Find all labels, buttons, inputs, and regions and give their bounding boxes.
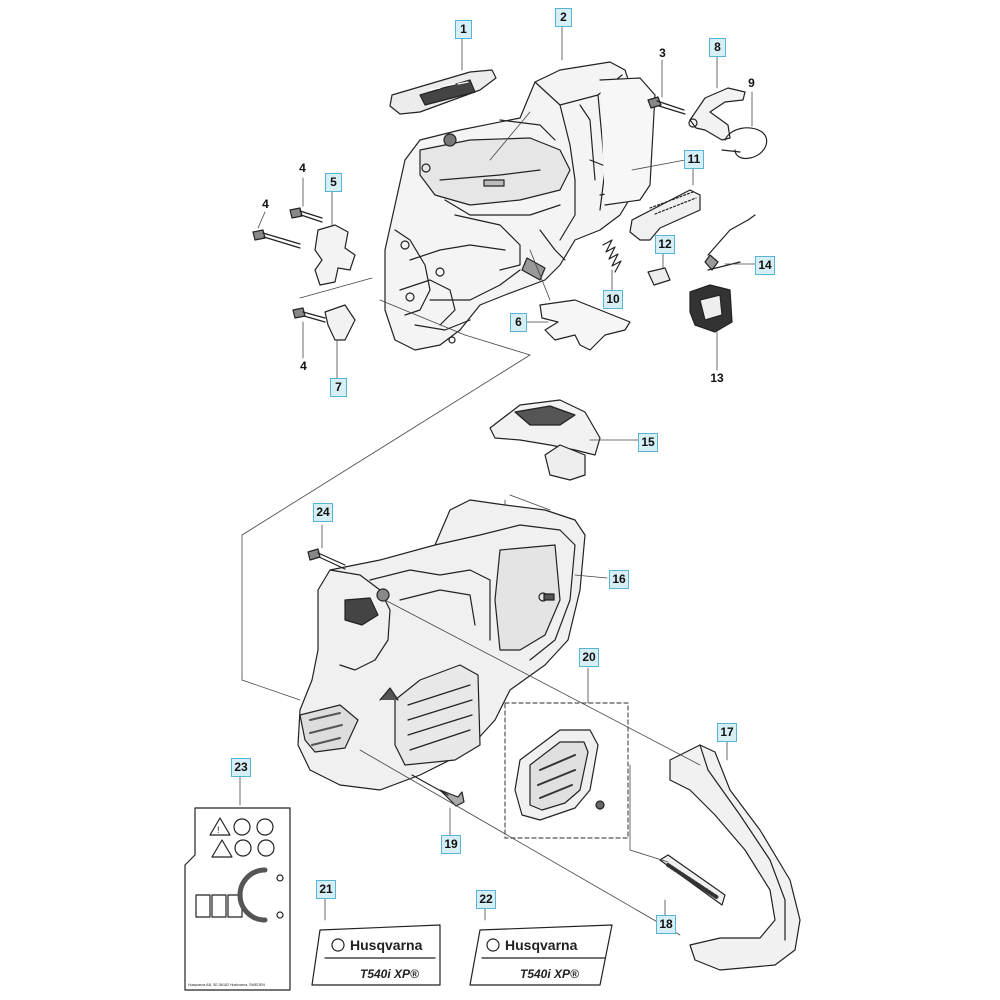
callout-12[interactable]: 12 — [655, 235, 675, 254]
callout-1[interactable]: 1 — [455, 20, 472, 39]
screw-19 — [411, 774, 465, 807]
callout-18[interactable]: 18 — [656, 915, 676, 934]
callout-7[interactable]: 7 — [330, 378, 347, 397]
callout-4a[interactable]: 4 — [299, 161, 306, 175]
screw-4-left — [252, 229, 301, 249]
plate-6 — [539, 299, 631, 351]
callout-19[interactable]: 19 — [441, 835, 461, 854]
callout-14[interactable]: 14 — [755, 256, 775, 275]
callout-17[interactable]: 17 — [717, 723, 737, 742]
assembly-connector-lines — [241, 277, 531, 701]
callout-16[interactable]: 16 — [609, 570, 629, 589]
screw-24 — [307, 548, 346, 570]
callout-2[interactable]: 2 — [555, 8, 572, 27]
screw-4-top — [289, 207, 323, 223]
callout-13[interactable]: 13 — [710, 371, 724, 385]
lock-13 — [689, 284, 733, 333]
callout-21[interactable]: 21 — [316, 880, 336, 899]
callout-22[interactable]: 22 — [476, 890, 496, 909]
decal-21: Husqvarna T540i XP® — [311, 924, 441, 986]
callout-6[interactable]: 6 — [510, 313, 527, 332]
callout-15[interactable]: 15 — [638, 433, 658, 452]
part-7 — [324, 304, 356, 341]
callout-11[interactable]: 11 — [684, 150, 704, 169]
callout-24[interactable]: 24 — [313, 503, 333, 522]
callout-9[interactable]: 9 — [748, 76, 755, 90]
callout-23[interactable]: 23 — [231, 758, 251, 777]
screw-4-bottom — [292, 307, 326, 323]
label-footer-text: Husqvarna AB, SE-56182 Huskvarna, SWEDEN — [188, 983, 265, 987]
grip-insert-18 — [659, 854, 726, 906]
screw-3 — [647, 96, 686, 115]
decal-22-brand: Husqvarna — [505, 937, 578, 953]
callout-8[interactable]: 8 — [709, 38, 726, 57]
top-grip-pad — [389, 69, 497, 115]
handle-grip-15 — [489, 399, 601, 481]
callout-3[interactable]: 3 — [659, 46, 666, 60]
throttle-trigger — [629, 189, 701, 241]
main-housing — [384, 61, 651, 351]
upper-leader-lines — [257, 24, 756, 381]
decal-21-brand: Husqvarna — [350, 937, 423, 953]
front-handle-17 — [669, 744, 801, 971]
callout-4b[interactable]: 4 — [262, 197, 269, 211]
housing-cover-16 — [297, 499, 586, 791]
filter-cover-20 — [504, 702, 629, 839]
callout-10[interactable]: 10 — [603, 290, 623, 309]
warning-icons: ! — [195, 817, 284, 923]
part-12 — [647, 267, 671, 286]
bracket-5 — [314, 224, 356, 286]
clip-9 — [721, 127, 768, 160]
callout-4c[interactable]: 4 — [300, 359, 307, 373]
decal-22: Husqvarna T540i XP® — [469, 924, 613, 986]
spring-10 — [602, 239, 622, 273]
decal-22-model: T540i XP® — [520, 967, 579, 981]
decal-21-model: T540i XP® — [360, 967, 419, 981]
svg-text:!: ! — [217, 825, 220, 835]
spring-14 — [704, 214, 756, 271]
housing-rear-panel — [599, 77, 656, 206]
lower-leader-lines — [239, 439, 728, 936]
bracket-8 — [688, 87, 746, 141]
callout-5[interactable]: 5 — [325, 173, 342, 192]
callout-20[interactable]: 20 — [579, 648, 599, 667]
warning-label-23: ! Husqvarna AB, SE-56182 Huskvarna, SWED… — [184, 807, 291, 991]
